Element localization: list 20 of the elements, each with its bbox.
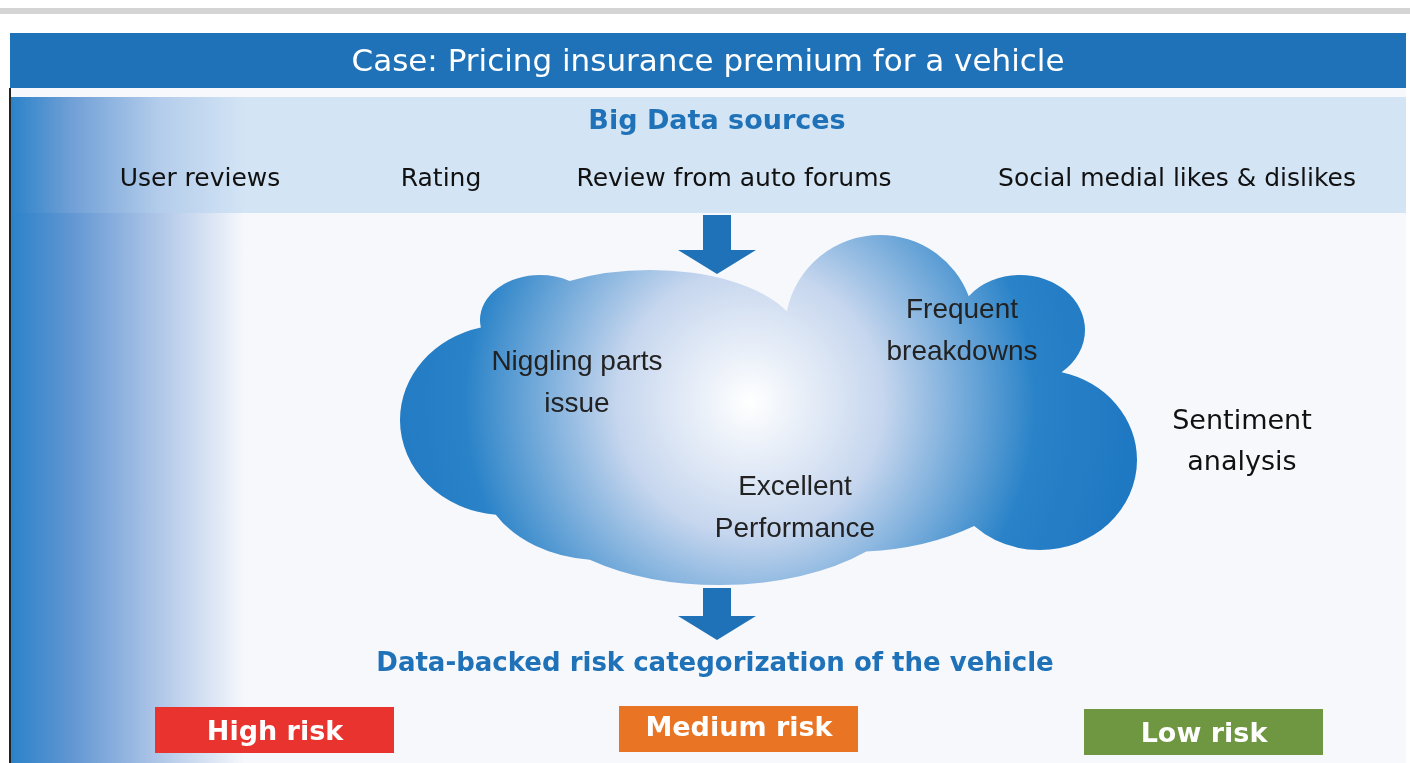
source-text: Social medial likes & dislikes [998, 162, 1356, 192]
source-text: Rating [400, 162, 482, 192]
risk-label [155, 707, 394, 753]
source-text: User reviews [119, 162, 281, 192]
sentiment-text: Excellent Performance [713, 469, 877, 545]
risk-label [619, 706, 858, 752]
risk-text: Medium risk [645, 710, 833, 742]
block-arrow [678, 588, 756, 640]
band-heading: Big Data sources [588, 103, 846, 135]
risk-text: Low risk [1140, 716, 1268, 748]
result-heading: Data-backed risk categorization of the vehicle [376, 647, 1054, 677]
sentiment-text: Frequent breakdowns [885, 292, 1039, 368]
risk-text: High risk [206, 714, 344, 746]
source-text: Review from auto forums [576, 162, 892, 192]
risk-label [1084, 709, 1323, 755]
title-bar: Case: Pricing insurance premium for a vehicle [10, 33, 1406, 88]
sentiment-text: Niggling parts issue [490, 344, 664, 420]
block-arrow [678, 215, 756, 274]
source-band [10, 97, 1406, 213]
side-caption: Sentiment analysis [1171, 402, 1313, 478]
